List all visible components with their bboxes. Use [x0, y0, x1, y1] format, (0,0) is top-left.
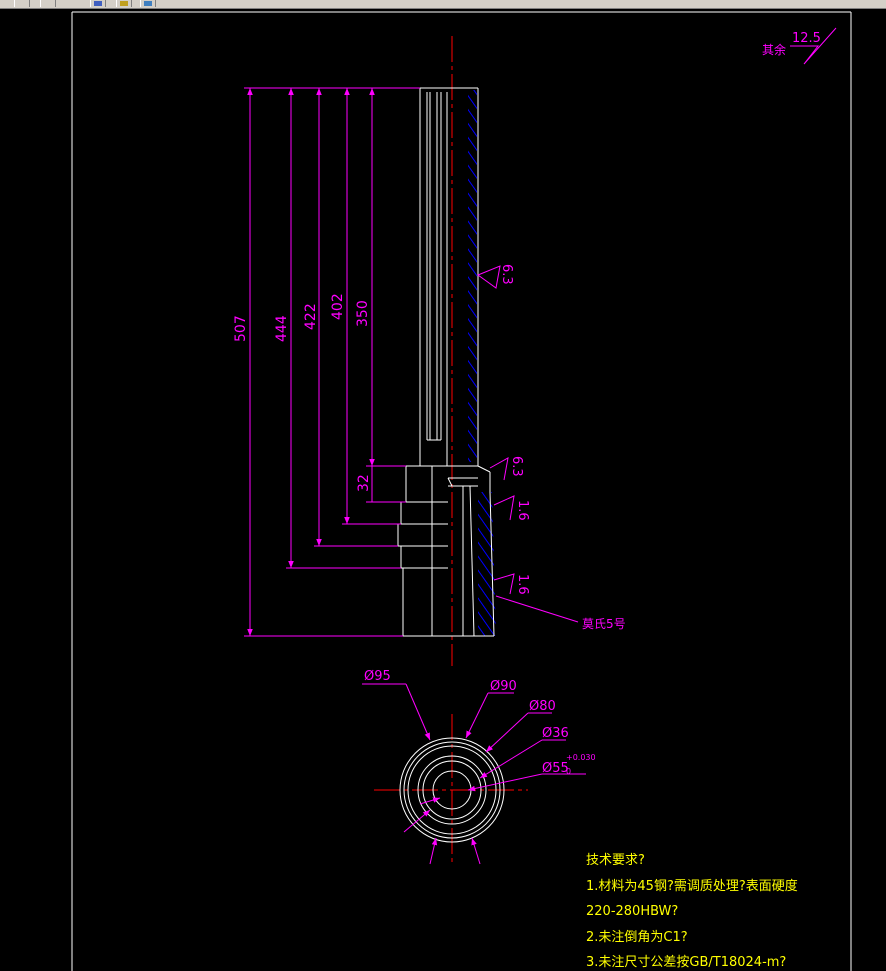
dim-422: 422: [303, 303, 319, 330]
remaining-value: 12.5: [792, 31, 821, 46]
toolbar-icon-4[interactable]: [116, 0, 132, 7]
technical-notes: 技术要求? 1.材料为45钢?需调质处理?表面硬度 220-280HBW? 2.…: [586, 853, 798, 970]
dia-55-tol-upper: +0.030: [566, 753, 596, 762]
thread-note: 莫氏5号: [582, 617, 626, 631]
dim-507: 507: [233, 315, 249, 342]
finish-mark-1: 6.3: [499, 264, 514, 285]
toolbar-icon-2[interactable]: [40, 0, 56, 7]
remaining-label: 其余: [762, 42, 786, 57]
notes-line-2: 220-280HBW?: [586, 904, 678, 919]
notes-heading: 技术要求?: [586, 853, 645, 868]
surface-finish-remaining: 其余 12.5: [762, 27, 837, 65]
dia-90: Ø90: [490, 679, 517, 694]
dim-444: 444: [274, 315, 290, 342]
section-view: Ø95 Ø90 Ø80 Ø36 Ø55 +0.030 0: [362, 669, 596, 866]
surface-finish-marks: [476, 265, 579, 623]
dia-36: Ø36: [542, 726, 569, 741]
finish-mark-3: 1.6: [515, 500, 530, 521]
dim-350: 350: [355, 300, 371, 327]
finish-mark-2: 6.3: [509, 456, 524, 477]
toolbar-icon-3[interactable]: [90, 0, 106, 7]
drawing-frame: [71, 11, 852, 971]
cad-drawing-canvas[interactable]: 其余 12.5: [0, 8, 886, 971]
dia-95: Ø95: [364, 669, 391, 684]
notes-line-3: 2.未注倒角为C1?: [586, 930, 688, 945]
dim-32: 32: [356, 474, 372, 492]
finish-mark-4: 1.6: [515, 574, 530, 595]
dia-80: Ø80: [529, 699, 556, 714]
surface-finish-values: 6.3 6.3 1.6 1.6 莫氏5号: [499, 264, 626, 631]
notes-line-4: 3.未注尺寸公差按GB/T18024-m?: [586, 955, 786, 970]
length-labels: 507 444 422 402 350 32: [233, 293, 372, 492]
cad-toolbar: [0, 0, 886, 9]
dia-55-tol-lower: 0: [566, 767, 571, 776]
part-outline: [397, 87, 495, 637]
notes-line-1: 1.材料为45钢?需调质处理?表面硬度: [586, 878, 798, 894]
dia-55: Ø55: [542, 761, 569, 776]
dim-402: 402: [330, 293, 346, 320]
toolbar-icon-1[interactable]: [14, 0, 30, 7]
dimension-lines: [244, 87, 420, 637]
toolbar-icon-5[interactable]: [140, 0, 156, 7]
